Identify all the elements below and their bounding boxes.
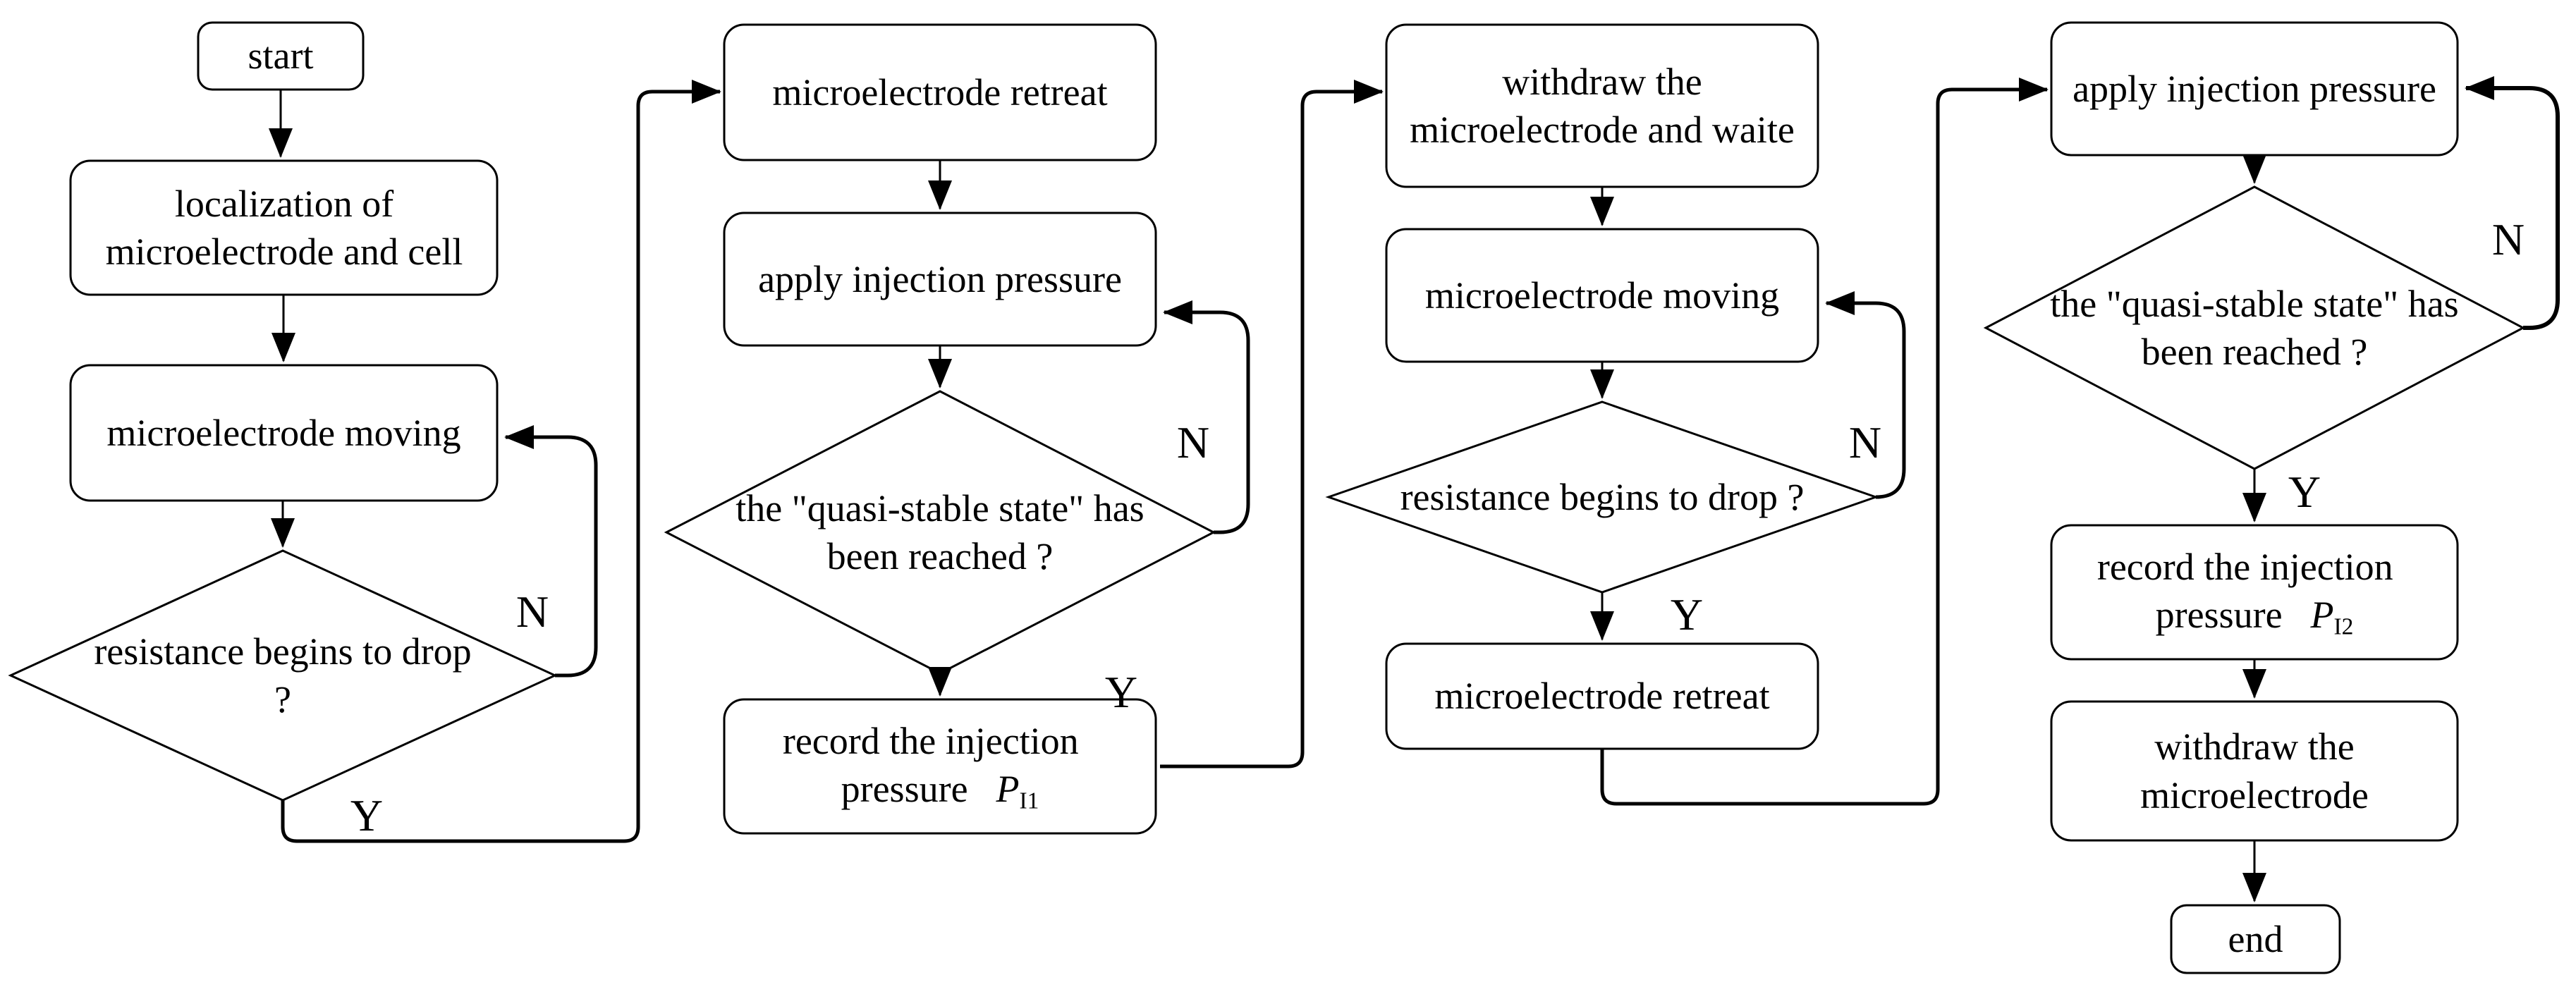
branch-label-no-3: N (1848, 417, 1882, 467)
record1-prefix: record the injection (782, 719, 1079, 762)
branch-label-yes-1: Y (350, 790, 384, 840)
node-label-apply-injection-pressure-2: apply injection pressure (2051, 23, 2458, 155)
start-text: start (248, 35, 314, 78)
quasi1-text: the "quasi-stable state" has been reache… (735, 486, 1144, 577)
moving1-text: microelectrode moving (106, 411, 461, 454)
apply1-text: apply injection pressure (758, 257, 1122, 300)
route-retreat2-to-apply2 (1600, 78, 2049, 806)
node-label-microelectrode-retreat-2: microelectrode retreat (1386, 644, 1818, 749)
loop-quasi2-no-to-apply2 (2465, 76, 2560, 330)
pressure-subscript-1: I1 (1019, 788, 1039, 814)
withdraw-wait-text: withdraw the microelectrode and waite (1410, 60, 1795, 151)
record2-pressure-word: pressure (2155, 593, 2283, 636)
diamond-label-resistance-1: resistance begins to drop ? (92, 605, 473, 746)
branch-label-yes-2: Y (1104, 667, 1138, 717)
node-label-record-pressure-1: record the injection pressure PI1 (724, 699, 1156, 833)
route-record1-to-withdrawwait (1160, 80, 1384, 769)
localization-text: localization of microelectrode and cell (105, 182, 463, 273)
node-label-start: start (198, 23, 363, 90)
record1-pressure-word: pressure (841, 767, 968, 810)
pressure-symbol-2: P (2310, 593, 2334, 636)
node-label-microelectrode-moving-2: microelectrode moving (1386, 229, 1818, 362)
retreat1-text: microelectrode retreat (772, 71, 1108, 114)
moving2-text: microelectrode moving (1424, 274, 1780, 317)
branch-label-yes-3: Y (1670, 589, 1704, 639)
withdraw-end-text: withdraw the microelectrode (2140, 725, 2369, 816)
node-label-end: end (2171, 905, 2340, 973)
node-label-localization: localization of microelectrode and cell (76, 161, 492, 295)
resistance2-text: resistance begins to drop ? (1400, 475, 1805, 518)
node-label-record-pressure-2: record the injection pressure PI2 (2051, 525, 2458, 659)
branch-label-no-2: N (1176, 417, 1210, 467)
pressure-subscript-2: I2 (2333, 613, 2354, 640)
loop-resistance2-no-to-moving2 (1825, 291, 1906, 499)
node-label-microelectrode-retreat-1: microelectrode retreat (724, 25, 1156, 160)
node-label-withdraw-and-wait: withdraw the microelectrode and waite (1408, 25, 1797, 187)
quasi2-text: the "quasi-stable state" has been reache… (2050, 282, 2459, 373)
record2-prefix: record the injection (2096, 545, 2393, 588)
box-record-pressure-1 (723, 698, 1157, 835)
diamond-label-quasi-stable-2: the "quasi-stable state" has been reache… (2022, 257, 2487, 398)
node-label-microelectrode-moving-1: microelectrode moving (71, 365, 497, 501)
node-label-withdraw-end: withdraw the microelectrode (2051, 702, 2458, 840)
pressure-symbol-1: P (996, 767, 1020, 810)
loop-resistance1-no-to-moving1 (504, 425, 598, 678)
resistance1-text: resistance begins to drop ? (94, 630, 472, 721)
loop-quasi1-no-to-apply1 (1163, 300, 1250, 534)
node-label-apply-injection-pressure-1: apply injection pressure (720, 213, 1160, 345)
diamond-label-resistance-2: resistance begins to drop ? (1391, 427, 1814, 568)
apply2-text: apply injection pressure (2073, 67, 2436, 110)
route-resistance1-yes-to-retreat1 (281, 80, 721, 843)
box-end (2170, 904, 2341, 974)
branch-label-no-4: N (2491, 214, 2525, 264)
retreat2-text: microelectrode retreat (1434, 675, 1770, 718)
record1-text: record the injection pressure PI1 (724, 717, 1156, 816)
record2-text: record the injection pressure PI2 (2051, 543, 2458, 642)
end-text: end (2228, 917, 2283, 960)
branch-label-no-1: N (515, 587, 549, 637)
branch-label-yes-4: Y (2288, 467, 2321, 517)
diamond-label-quasi-stable-1: the "quasi-stable state" has been reache… (714, 462, 1166, 603)
